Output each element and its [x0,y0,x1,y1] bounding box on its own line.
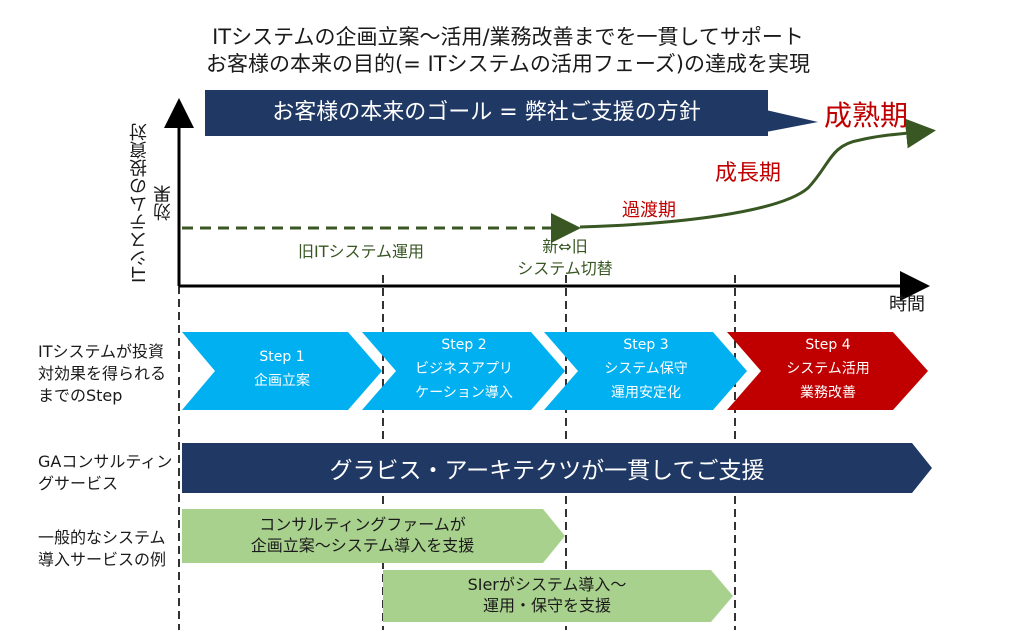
ga-bar-text: グラビス・アーキテクツが一貫してご支援 [329,458,765,484]
consulting-bar-line-2: 企画立案〜システム導入を支援 [250,536,475,555]
goal-callout-pointer [766,110,818,132]
title-line-1: ITシステムの企画立案〜活用/業務改善までを一貫してサポート [212,25,804,49]
goal-box: お客様の本来のゴール = 弊社ご支援の方針 [205,90,768,136]
growth-curve [579,118,936,229]
step-4-number: Step 4 [805,337,851,353]
old-system-label: 旧ITシステム運用 [298,242,425,261]
row-label-ga: GAコンサルティングサービス [38,452,173,493]
sier-bar-shape [383,570,733,622]
sier-bar-line-1: SIerがシステム導入〜 [467,575,627,594]
step-4-line-1: システム活用 [786,361,870,377]
step-3-line-2: 運用安定化 [611,385,681,401]
phase-transition: 過渡期 [622,200,676,221]
step-3-number: Step 3 [623,337,669,353]
step-1-text: Step 1 企画立案 [215,345,349,393]
step-4-line-2: 業務改善 [800,385,856,401]
switch-label-line-2: システム切替 [517,259,613,278]
x-axis-label: 時間 [889,294,925,315]
step-3-line-1: システム保守 [604,361,688,377]
consulting-bar-text: コンサルティングファームが 企画立案〜システム導入を支援 [182,514,543,556]
switch-label-line-1: 新⇔旧 [542,237,588,256]
step-4-chevron [727,332,928,410]
step-1-number: Step 1 [259,349,305,365]
sier-bar-text: SIerがシステム導入〜 運用・保守を支援 [383,574,711,616]
row-label-general: 一般的なシステム導入サービスの例 [38,528,167,569]
step-1-chevron [182,332,382,410]
consulting-bar-shape [182,509,565,563]
sier-bar-line-2: 運用・保守を支援 [482,596,611,615]
phase-growth: 成長期 [715,161,782,186]
step-3-chevron [544,332,747,410]
phase-mature: 成熟期 [824,99,909,132]
y-axis-label: ITシステムの投資対効果 [129,122,174,284]
ga-bar-shape [182,443,932,493]
step-3-text: Step 3 システム保守 運用安定化 [578,333,714,405]
step-2-line-2: ケーション導入 [415,385,513,401]
step-2-number: Step 2 [441,337,487,353]
step-2-chevron [362,332,565,410]
step-2-line-1: ビジネスアプリ [415,361,513,377]
consulting-bar-line-1: コンサルティングファームが [259,515,466,534]
title-line-2: お客様の本来の目的(= ITシステムの活用フェーズ)の達成を実現 [206,52,810,76]
step-1-line-1: 企画立案 [254,373,310,389]
row-label-steps: ITシステムが投資対効果を得られるまでのStep [38,342,167,405]
step-4-text: Step 4 システム活用 業務改善 [761,333,895,405]
switch-label: 新⇔旧 システム切替 [500,236,630,280]
step-2-text: Step 2 ビジネスアプリ ケーション導入 [396,333,532,405]
